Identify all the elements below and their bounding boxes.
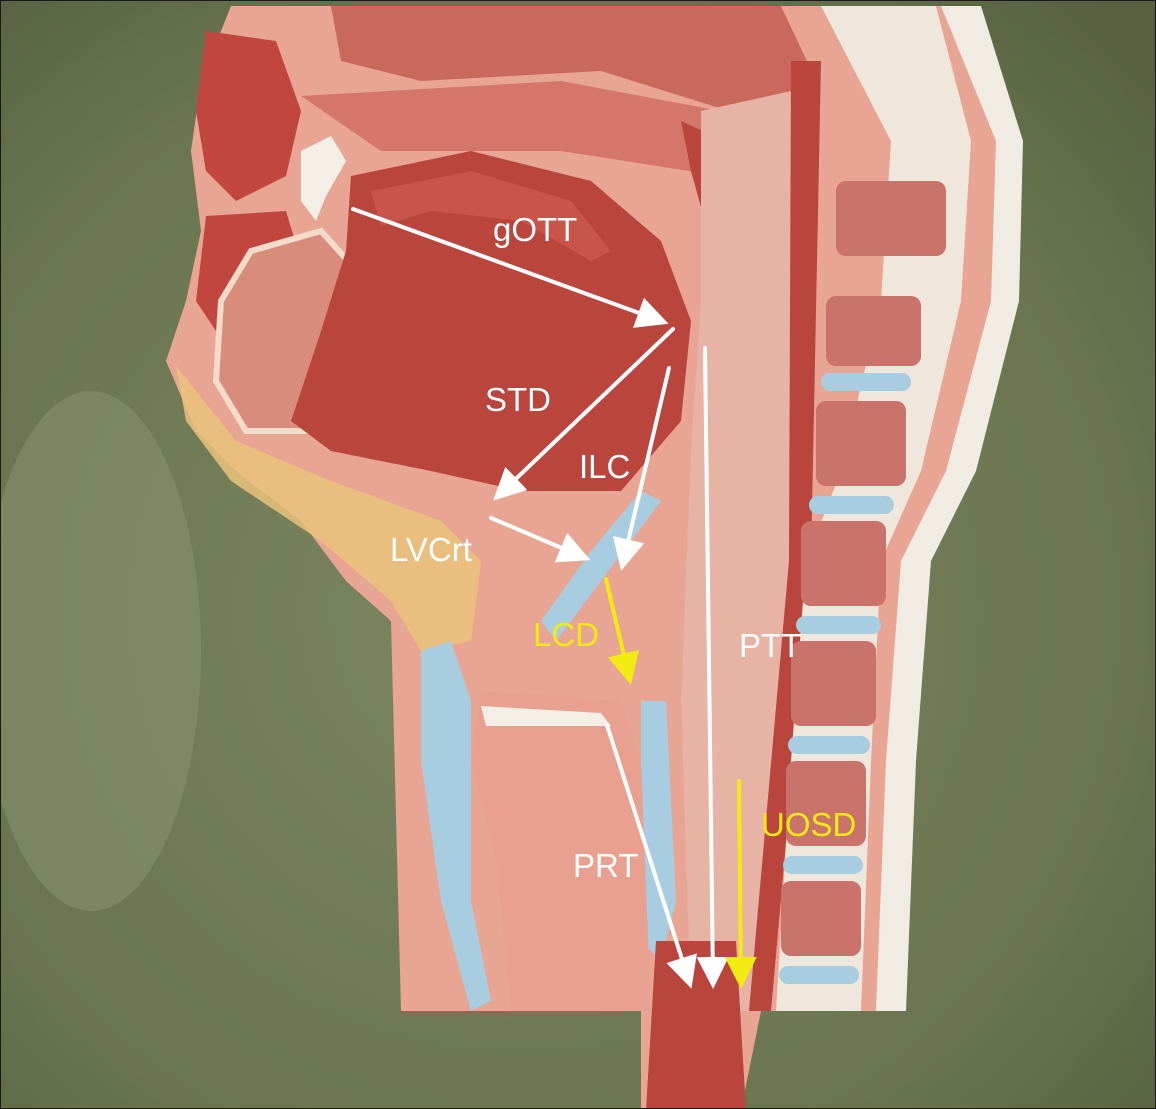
label-lcd: LCD bbox=[533, 616, 599, 653]
intervertebral-disc bbox=[788, 736, 870, 754]
vertebra bbox=[826, 296, 921, 366]
label-lvcrt: LVCrt bbox=[390, 531, 472, 568]
vertebra bbox=[836, 181, 946, 256]
vertebra bbox=[816, 401, 906, 486]
label-ilc: ILC bbox=[579, 448, 630, 485]
label-prt: PRT bbox=[573, 847, 638, 884]
label-std: STD bbox=[485, 381, 551, 418]
vertebra bbox=[801, 521, 886, 606]
esophagus bbox=[646, 941, 746, 1109]
label-ptt: PTT bbox=[739, 627, 801, 664]
intervertebral-disc bbox=[779, 966, 859, 984]
vertebra bbox=[791, 641, 876, 726]
label-gott: gOTT bbox=[493, 211, 577, 248]
intervertebral-disc bbox=[809, 496, 894, 514]
label-uosd: UOSD bbox=[761, 806, 856, 843]
uosd-arrow bbox=[739, 781, 741, 981]
intervertebral-disc bbox=[821, 373, 911, 391]
intervertebral-disc bbox=[783, 856, 863, 874]
intervertebral-disc bbox=[796, 616, 881, 634]
vertebra bbox=[781, 881, 861, 956]
